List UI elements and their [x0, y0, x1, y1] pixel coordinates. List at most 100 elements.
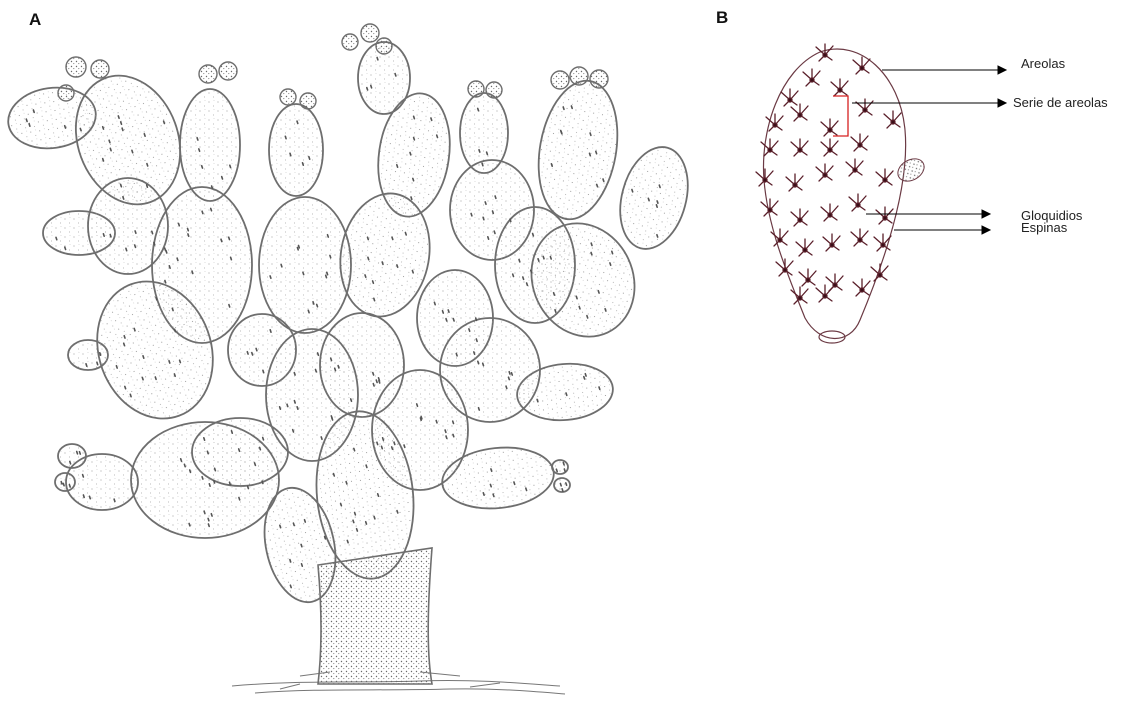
areole-mark: [179, 223, 180, 225]
areole-mark: [431, 118, 432, 120]
areole-mark: [374, 298, 375, 300]
areole-mark: [121, 122, 122, 124]
areole-mark: [495, 196, 496, 198]
areole-mark: [554, 293, 555, 295]
areole-mark: [392, 447, 393, 449]
areole-dot: [793, 183, 797, 187]
areole-mark: [596, 151, 597, 153]
areole-mark: [564, 469, 565, 471]
areole-mark: [566, 393, 567, 395]
areole-mark: [533, 234, 534, 236]
areole-dot: [858, 238, 862, 242]
areole-mark: [61, 482, 62, 484]
areole-mark: [214, 481, 215, 483]
areole-mark: [248, 486, 249, 488]
areole-mark: [366, 522, 367, 524]
areole-mark: [256, 348, 257, 350]
areole-dot: [863, 108, 867, 112]
areole-mark: [65, 126, 66, 128]
areole-mark: [211, 208, 212, 210]
areole-mark: [584, 377, 585, 379]
areole-mark: [493, 494, 494, 496]
areole-mark: [355, 513, 356, 515]
areole-mark: [566, 483, 567, 485]
areole-mark: [212, 186, 213, 188]
areole-mark: [590, 133, 591, 135]
areole-mark: [135, 245, 136, 247]
areole-mark: [331, 416, 332, 418]
areole-mark: [110, 148, 111, 150]
areole-mark: [103, 159, 104, 161]
areole-mark: [509, 372, 510, 374]
areole-mark: [297, 121, 298, 123]
areole-mark: [124, 343, 125, 345]
cladode-detail: [763, 49, 928, 343]
areole-mark: [357, 529, 358, 531]
areole-dot: [860, 66, 864, 70]
areole-mark: [114, 499, 115, 501]
areole-mark: [134, 328, 135, 330]
areole-mark: [293, 523, 294, 525]
areole-mark: [523, 277, 524, 279]
areole-mark: [598, 291, 599, 293]
areole-mark: [327, 272, 328, 274]
areole-mark: [482, 163, 483, 165]
label-espinas: Espinas: [1021, 221, 1067, 234]
areole-mark: [202, 477, 203, 479]
areole-mark: [483, 493, 484, 495]
cladodes: [4, 42, 698, 609]
areole-mark: [413, 178, 414, 180]
areole-mark: [371, 86, 372, 88]
areole-mark: [103, 234, 104, 236]
areole-dot: [823, 53, 827, 57]
areole-mark: [404, 445, 405, 447]
areole-mark: [175, 329, 176, 331]
areole-mark: [368, 257, 369, 259]
areole-mark: [80, 452, 81, 454]
areole-dot: [798, 148, 802, 152]
areole-mark: [86, 364, 87, 366]
areole-mark: [648, 198, 649, 200]
areole-mark: [252, 353, 253, 355]
areole-mark: [229, 305, 230, 307]
areole-mark: [551, 164, 552, 166]
areole-dot: [803, 248, 807, 252]
areole-mark: [152, 231, 153, 233]
areole-mark: [169, 266, 170, 268]
areole-mark: [165, 248, 166, 250]
areole-mark: [397, 265, 398, 267]
areole-mark: [476, 318, 477, 320]
areole-mark: [483, 363, 484, 365]
areole-mark: [368, 237, 369, 239]
areole-mark: [126, 248, 127, 250]
areole-mark: [308, 310, 309, 312]
areole-mark: [180, 360, 181, 362]
areole-mark: [110, 235, 111, 237]
areole-mark: [239, 498, 240, 500]
areole-mark: [656, 205, 657, 207]
areole-mark: [293, 430, 294, 432]
areole-mark: [230, 482, 231, 484]
areole-dot: [860, 288, 864, 292]
areole-mark: [453, 421, 454, 423]
areole-mark: [353, 520, 354, 522]
areole-mark: [657, 201, 658, 203]
areole-mark: [222, 177, 223, 179]
areole-mark: [537, 399, 538, 401]
areole-mark: [373, 373, 374, 375]
areole-mark: [479, 408, 480, 410]
areole-dot: [828, 128, 832, 132]
areole-mark: [208, 524, 209, 526]
areole-mark: [109, 140, 110, 142]
areole-mark: [599, 387, 600, 389]
areole-mark: [373, 384, 374, 386]
areole-mark: [211, 514, 212, 516]
areole-mark: [69, 485, 70, 487]
areole-mark: [325, 537, 326, 539]
areole-dot: [853, 168, 857, 172]
areole-dot: [828, 148, 832, 152]
panel-b-label: B: [716, 8, 728, 28]
areole-mark: [155, 377, 156, 379]
areole-mark: [513, 274, 514, 276]
